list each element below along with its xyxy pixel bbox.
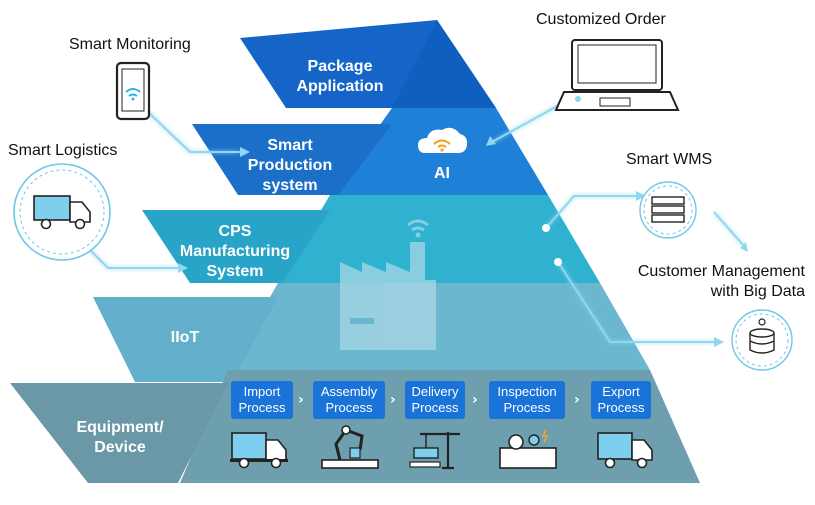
pyramid-band-ai <box>392 20 496 108</box>
chevron-right-icon: › <box>390 392 396 408</box>
process-export: Export Process <box>591 381 651 419</box>
pyramid-band-equipment-left <box>10 383 228 483</box>
robot-arm-icon <box>321 425 379 469</box>
layer-label-smart-production: Smart Production system <box>247 137 333 194</box>
tablet-wifi-icon <box>115 61 151 121</box>
connector-bigdata <box>557 261 714 343</box>
layer-label-iiot: IIoT <box>170 329 200 346</box>
cloud-wifi-icon <box>418 127 468 153</box>
layer-label-ai: AI <box>434 165 450 182</box>
database-icon <box>731 309 793 371</box>
truck-icon <box>597 432 653 469</box>
process-import: Import Process <box>231 381 293 419</box>
process-inspection: Inspection Process <box>489 381 565 419</box>
label-customized-order: Customized Order <box>536 11 666 28</box>
chevron-right-icon: › <box>298 392 304 408</box>
label-smart-logistics: Smart Logistics <box>8 142 118 159</box>
pyramid-band-production-left <box>192 124 392 195</box>
pyramid-band-cps-left <box>142 210 330 283</box>
process-delivery: Delivery Process <box>405 381 465 419</box>
label-smart-monitoring: Smart Monitoring <box>69 36 191 53</box>
connector-monitoring <box>147 111 240 153</box>
factory-icon <box>340 219 436 350</box>
truck-icon <box>13 163 111 261</box>
crane-icon <box>409 432 460 470</box>
connector-wms <box>545 195 636 229</box>
layer-label-cps: CPS Manufacturing System <box>179 223 291 280</box>
layer-label-equipment: Equipment/ Device <box>76 419 164 456</box>
label-customer-management: Customer Management with Big Data <box>637 263 805 300</box>
process-assembly: Assembly Process <box>313 381 385 419</box>
server-icon <box>639 181 697 239</box>
pyramid-band-iiot-left <box>93 297 278 382</box>
pyramid-band-cps <box>278 195 600 283</box>
truck-icon <box>230 432 288 469</box>
label-smart-wms: Smart WMS <box>626 151 713 168</box>
connector-dot-wms <box>542 224 550 232</box>
connector-dot-bigdata <box>554 258 562 266</box>
pyramid-band-equipment <box>180 370 700 483</box>
laptop-icon <box>554 39 680 111</box>
layer-label-package: Package Application <box>296 58 384 95</box>
pyramid-band-iiot <box>228 283 650 370</box>
connector-arrowheads <box>178 136 748 347</box>
gears-icon <box>499 429 557 469</box>
connector-wms-bigdata <box>713 211 745 247</box>
chevron-right-icon: › <box>574 392 580 408</box>
chevron-right-icon: › <box>472 392 478 408</box>
